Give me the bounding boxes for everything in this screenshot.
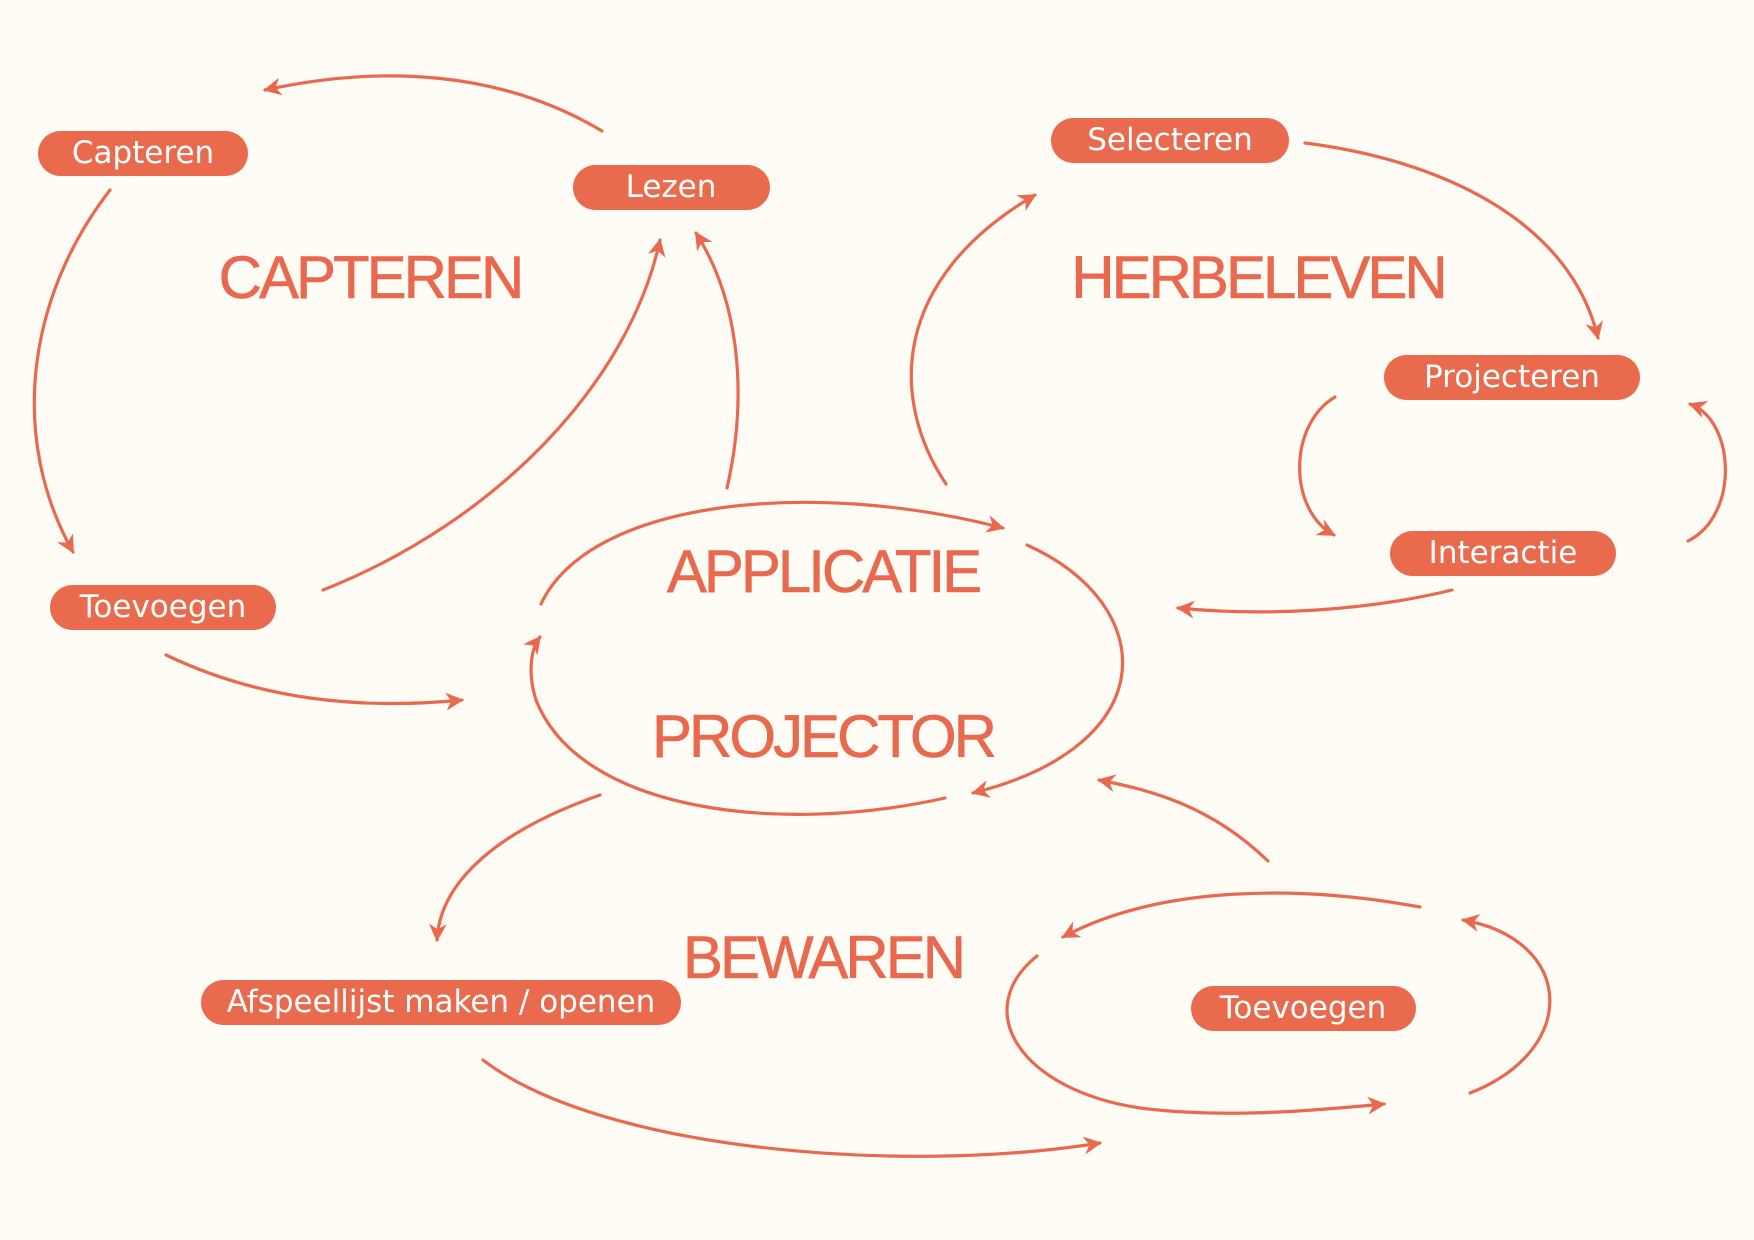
node-projecteren: Projecteren [1384, 355, 1640, 400]
arrow-interactie-to-applicatie [1176, 588, 1454, 619]
node-toevoegen-left: Toevoegen [50, 585, 276, 630]
arrow-ellipse-right [971, 543, 1125, 798]
node-capteren: Capteren [38, 131, 248, 176]
node-selecteren-label: Selecteren [1087, 122, 1253, 158]
section-title-applicatie: APPLICATIE [667, 538, 980, 605]
node-interactie: Interactie [1390, 531, 1616, 576]
node-lezen: Lezen [573, 165, 770, 210]
node-capteren-label: Capteren [72, 135, 214, 171]
arrow-lezen-to-capteren [263, 74, 604, 133]
arrow-applicatie-to-selecteren [909, 193, 1037, 486]
node-afspeellijst: Afspeellijst maken / openen [201, 980, 681, 1025]
arrow-interactie-to-projecteren [1686, 400, 1727, 543]
arrow-toevoegen-to-projector [1097, 774, 1270, 863]
arrow-small-ellipse-left [1005, 954, 1386, 1115]
arrow-small-ellipse-right [1461, 914, 1552, 1095]
node-interactie-label: Interactie [1429, 535, 1578, 571]
arrow-projecteren-to-interactie [1298, 395, 1337, 537]
arrow-projector-to-afspeellijst [428, 793, 602, 942]
node-projecteren-label: Projecteren [1424, 359, 1600, 395]
arrow-toevoegen-to-applicatie [164, 653, 464, 711]
section-title-herbeleven: HERBELEVEN [1071, 244, 1444, 311]
arrow-toevoegen-to-lezen [321, 238, 666, 592]
arrow-small-ellipse-top [1061, 891, 1422, 939]
node-toevoegen-left-label: Toevoegen [79, 589, 247, 625]
node-afspeellijst-label: Afspeellijst maken / openen [227, 984, 656, 1020]
node-toevoegen-right-label: Toevoegen [1219, 990, 1387, 1026]
arrow-ellipse-left [522, 635, 947, 816]
node-lezen-label: Lezen [626, 169, 717, 205]
section-title-bewaren: BEWAREN [683, 924, 963, 991]
arrow-capteren-to-toevoegen [32, 188, 112, 554]
arrow-afspeellijst-to-toevoegen [481, 1058, 1102, 1158]
section-title-capteren: CAPTEREN [219, 244, 522, 311]
arrow-applicatie-to-lezen [694, 231, 740, 490]
section-title-projector: PROJECTOR [652, 703, 995, 770]
node-selecteren: Selecteren [1051, 118, 1289, 163]
arrow-selecteren-to-projecteren [1303, 141, 1604, 340]
node-toevoegen-right: Toevoegen [1191, 986, 1416, 1031]
arrow-ellipse-top [539, 500, 1005, 606]
